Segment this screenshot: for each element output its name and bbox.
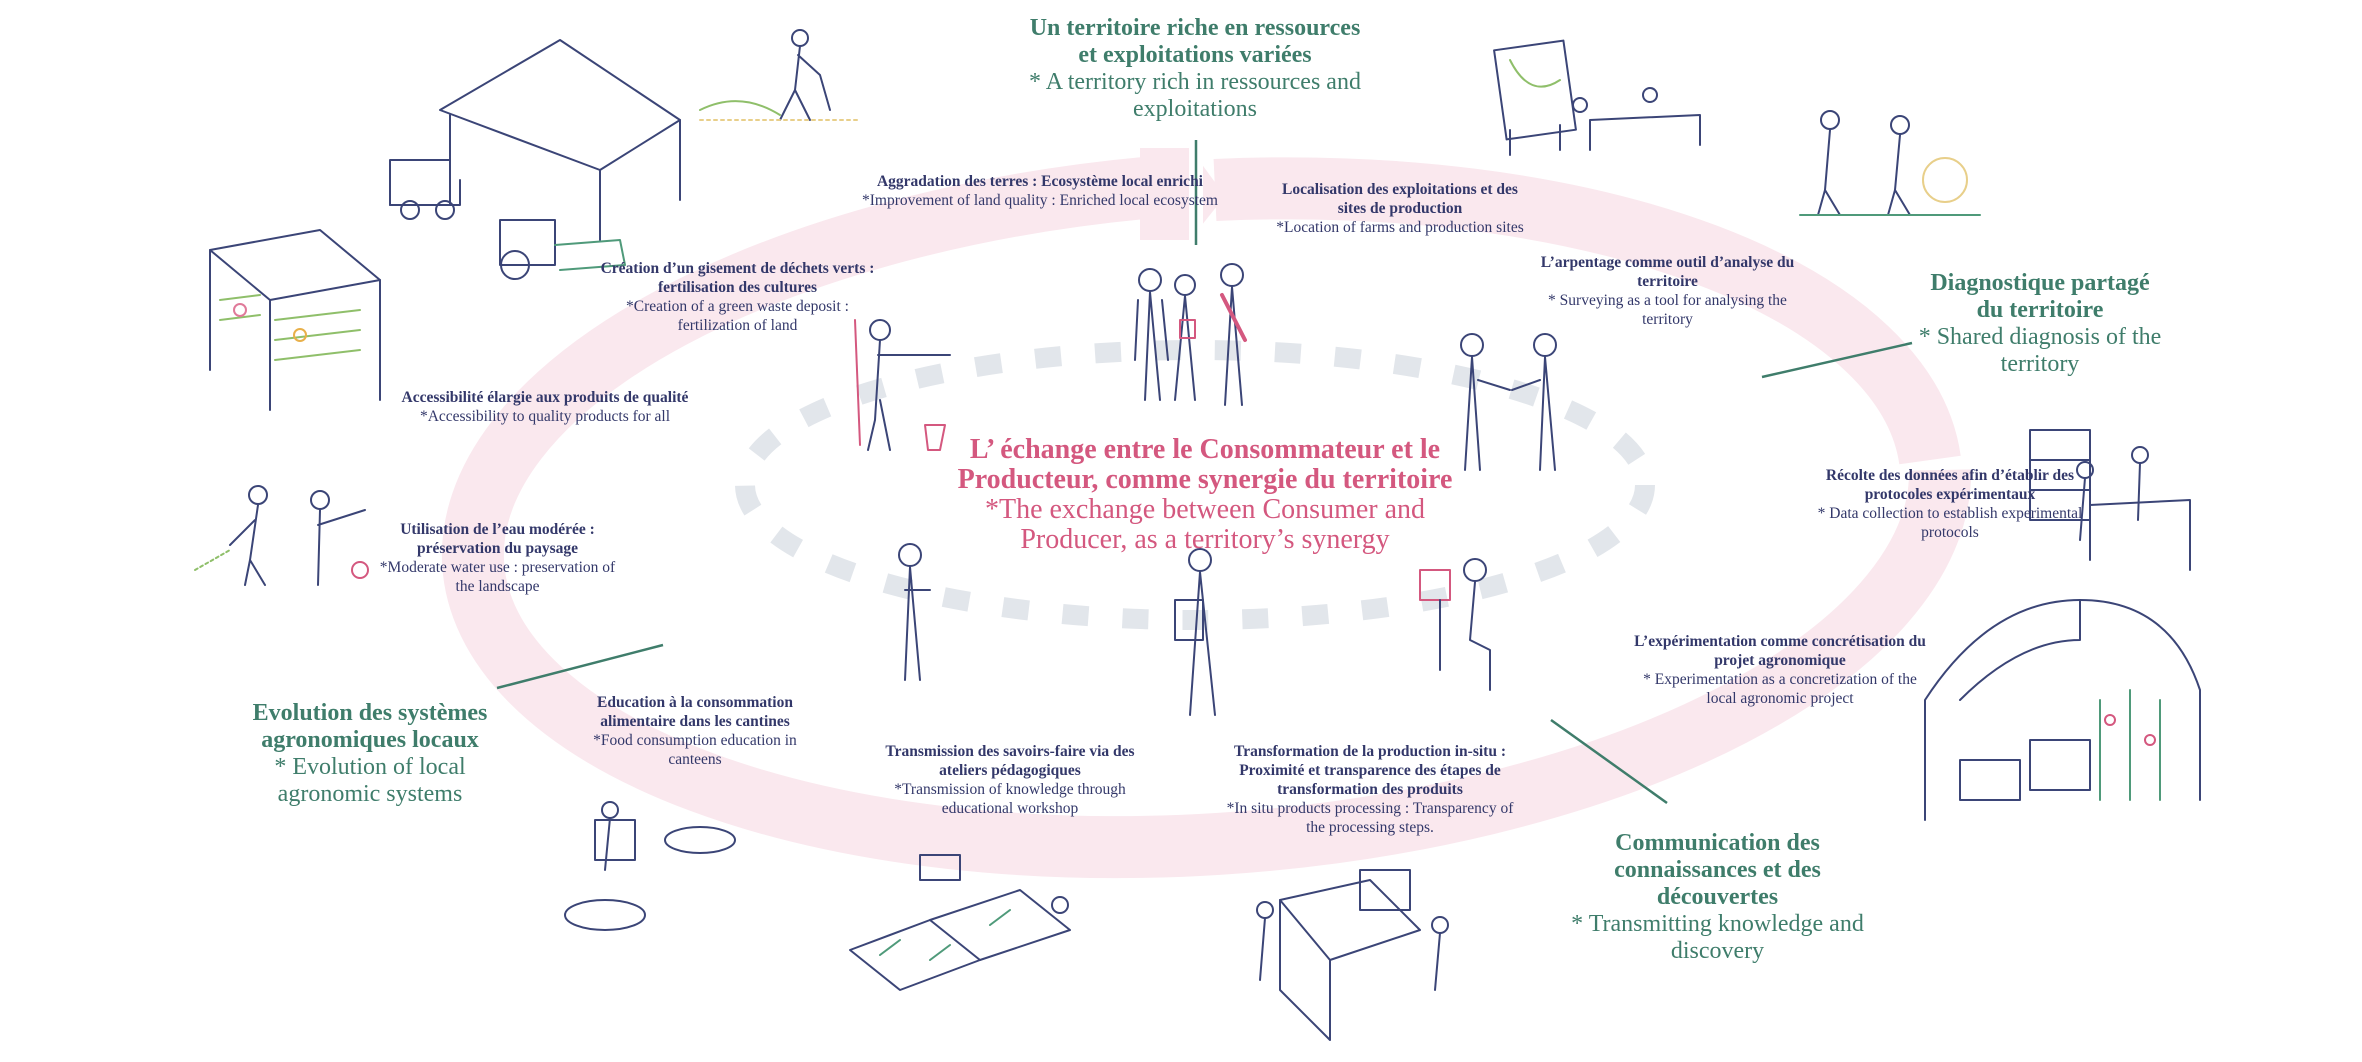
lab-bench-illustration	[2029, 429, 2191, 571]
heading-communication: Communication des connaissances et des d…	[1555, 830, 1880, 965]
label-fr: Création d’un gisement de déchets verts …	[600, 260, 875, 296]
processing-kitchen-illustration	[1256, 869, 1449, 1041]
watering-gardeners-illustration	[194, 485, 369, 586]
label-en: *Accessibility to quality products for a…	[419, 408, 671, 425]
label-en: *Creation of a green waste deposit : fer…	[626, 298, 849, 334]
label-quality-access: Accessibilité élargie aux produits de qu…	[395, 388, 695, 426]
label-knowledge-transmission: Transmission des savoirs-faire via des a…	[870, 742, 1150, 818]
label-fr: Transmission des savoirs-faire via des a…	[885, 743, 1135, 779]
label-experimentation: L’expérimentation comme concrétisation d…	[1630, 632, 1930, 708]
canteen-tables-illustration	[564, 801, 736, 931]
heading-territory-resources: Un territoire riche en ressources et exp…	[1020, 15, 1370, 123]
heading-en: * Transmitting knowledge and discovery	[1571, 911, 1864, 964]
label-data-collection: Récolte des données afin d’établir des p…	[1815, 466, 2085, 542]
center-title-en: *The exchange between Consumer and Produ…	[984, 494, 1426, 555]
heading-fr: Communication des connaissances et des d…	[1614, 830, 1821, 910]
label-in-situ-processing: Transformation de la production in-situ …	[1225, 742, 1515, 837]
ring-arrowhead	[1140, 148, 1225, 240]
label-fr: Transformation de la production in-situ …	[1234, 743, 1506, 798]
label-fr: L’expérimentation comme concrétisation d…	[1634, 633, 1926, 669]
label-farm-location: Localisation des exploitations et des si…	[1270, 180, 1530, 237]
label-fr: Localisation des exploitations et des si…	[1282, 181, 1518, 217]
heading-fr: Diagnostique partagé du territoire	[1930, 270, 2150, 323]
heading-fr: Un territoire riche en ressources et exp…	[1029, 15, 1361, 68]
label-fr: Utilisation de l’eau modérée : préservat…	[400, 521, 595, 557]
center-title-fr: L’ échange entre le Consommateur et le P…	[957, 434, 1453, 495]
label-en: *Transmission of knowledge through educa…	[894, 781, 1126, 817]
label-fr: Aggradation des terres : Ecosystème loca…	[876, 173, 1203, 190]
heading-en: * Evolution of local agronomic systems	[274, 754, 466, 807]
raised-garden-beds-illustration	[849, 854, 1071, 991]
label-en: * Experimentation as a concretization of…	[1643, 671, 1917, 707]
connector-right	[1761, 341, 1913, 379]
farmer-with-rake-illustration	[854, 319, 951, 451]
surveyors-illustration	[1799, 110, 1981, 216]
label-fr: L’arpentage comme outil d’analyse du ter…	[1540, 254, 1795, 290]
shopper-with-bag-illustration	[1174, 548, 1216, 716]
label-en: *In situ products processing : Transpare…	[1226, 800, 1514, 836]
label-surveying: L’arpentage comme outil d’analyse du ter…	[1535, 253, 1800, 329]
label-fr: Education à la consommation alimentaire …	[597, 694, 793, 730]
heading-evolution: Evolution des systèmes agronomiques loca…	[250, 700, 490, 808]
gardener-illustration	[699, 29, 861, 121]
label-water-use: Utilisation de l’eau modérée : préservat…	[375, 520, 620, 596]
heading-shared-diagnosis: Diagnostique partagé du territoire * Sha…	[1915, 270, 2165, 378]
desk-worker-illustration	[1419, 558, 1491, 691]
ring-arc-left	[441, 154, 1972, 879]
officials-group-illustration	[1134, 263, 1247, 406]
shed-and-truck-illustration	[389, 39, 681, 280]
heading-en: * A territory rich in ressources and exp…	[1029, 69, 1361, 122]
connector-left	[496, 643, 664, 690]
connector-bottom-right	[1550, 718, 1668, 805]
ring-arc-right	[1213, 157, 1961, 465]
greenhouse-illustration	[1924, 599, 2201, 821]
connector-lines	[496, 140, 1913, 805]
label-en: *Moderate water use : preservation of th…	[379, 559, 616, 595]
heading-fr: Evolution des systèmes agronomiques loca…	[252, 700, 488, 753]
label-green-waste: Création d’un gisement de déchets verts …	[595, 259, 880, 335]
label-fr: Récolte des données afin d’établir des p…	[1825, 467, 2075, 503]
label-land-aggradation: Aggradation des terres : Ecosystème loca…	[855, 172, 1225, 210]
cycle-ring	[441, 154, 1972, 879]
label-canteen-education: Education à la consommation alimentaire …	[565, 693, 825, 769]
map-easel-illustration	[1493, 39, 1701, 156]
heading-en: * Shared diagnosis of the territory	[1918, 324, 2162, 377]
chef-illustration	[898, 543, 931, 681]
center-title: L’ échange entre le Consommateur et le P…	[955, 435, 1455, 555]
label-en: *Food consumption education in canteens	[593, 732, 797, 768]
label-en: *Location of farms and production sites	[1276, 219, 1524, 236]
inner-dashed-ellipse	[735, 340, 1655, 630]
market-stall-illustration	[209, 229, 381, 411]
label-en: * Surveying as a tool for analysing the …	[1548, 292, 1787, 328]
label-fr: Accessibilité élargie aux produits de qu…	[401, 389, 689, 406]
label-en: * Data collection to establish experimen…	[1817, 505, 2083, 541]
label-en: *Improvement of land quality : Enriched …	[862, 192, 1218, 209]
handshake-illustration	[1460, 333, 1557, 471]
